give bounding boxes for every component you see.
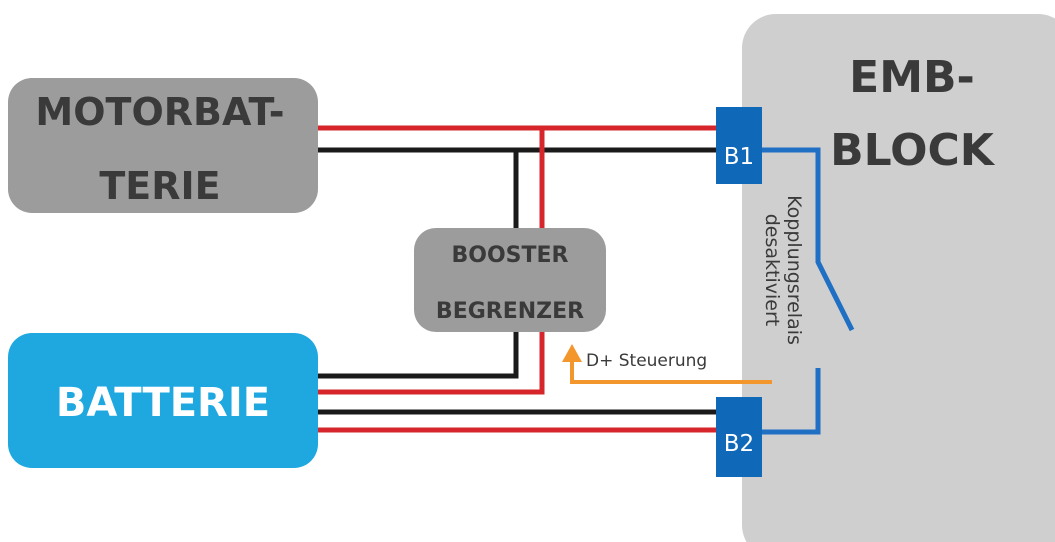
motor-battery-box	[8, 78, 318, 213]
booster-label-line1: BOOSTER	[452, 243, 569, 268]
control-signal-label: D+ Steuerung	[586, 351, 707, 371]
booster-label-line2: BEGRENZER	[436, 299, 584, 324]
wire-black-booster-battery	[316, 330, 519, 379]
battery: BATTERIE	[8, 333, 318, 468]
terminal-b2: B2	[716, 397, 762, 477]
relay-label-line2: desaktiviert	[761, 214, 783, 327]
wiring	[316, 125, 720, 433]
terminal-b1: B1	[716, 107, 762, 184]
emb-block-title-line1: EMB-	[849, 52, 975, 103]
booster-box	[414, 228, 606, 332]
control-signal: D+ Steuerung	[562, 344, 772, 384]
battery-label: BATTERIE	[56, 380, 270, 426]
terminal-b2-box	[716, 397, 762, 477]
relay-line-upper	[762, 147, 855, 332]
control-arrow-head	[562, 344, 582, 362]
wire-red-booster-battery	[316, 330, 545, 395]
relay-line-lower	[762, 368, 821, 435]
booster-limiter: BOOSTER BEGRENZER	[414, 228, 606, 332]
motor-battery-label-line2: TERIE	[99, 164, 220, 208]
terminal-b1-label: B1	[724, 144, 754, 170]
motor-battery: MOTORBAT- TERIE	[8, 78, 318, 213]
terminal-b1-box	[716, 107, 762, 184]
emb-block-title-line2: BLOCK	[830, 125, 996, 176]
relay-label-line1: Kopplungsrelais	[783, 195, 805, 345]
control-arrow-line	[570, 360, 772, 384]
motor-battery-label-line1: MOTORBAT-	[35, 90, 284, 134]
coupling-relay	[762, 147, 855, 435]
battery-box	[8, 333, 318, 468]
relay-label: Kopplungsrelais desaktiviert	[761, 195, 805, 345]
terminal-b2-label: B2	[724, 431, 754, 457]
